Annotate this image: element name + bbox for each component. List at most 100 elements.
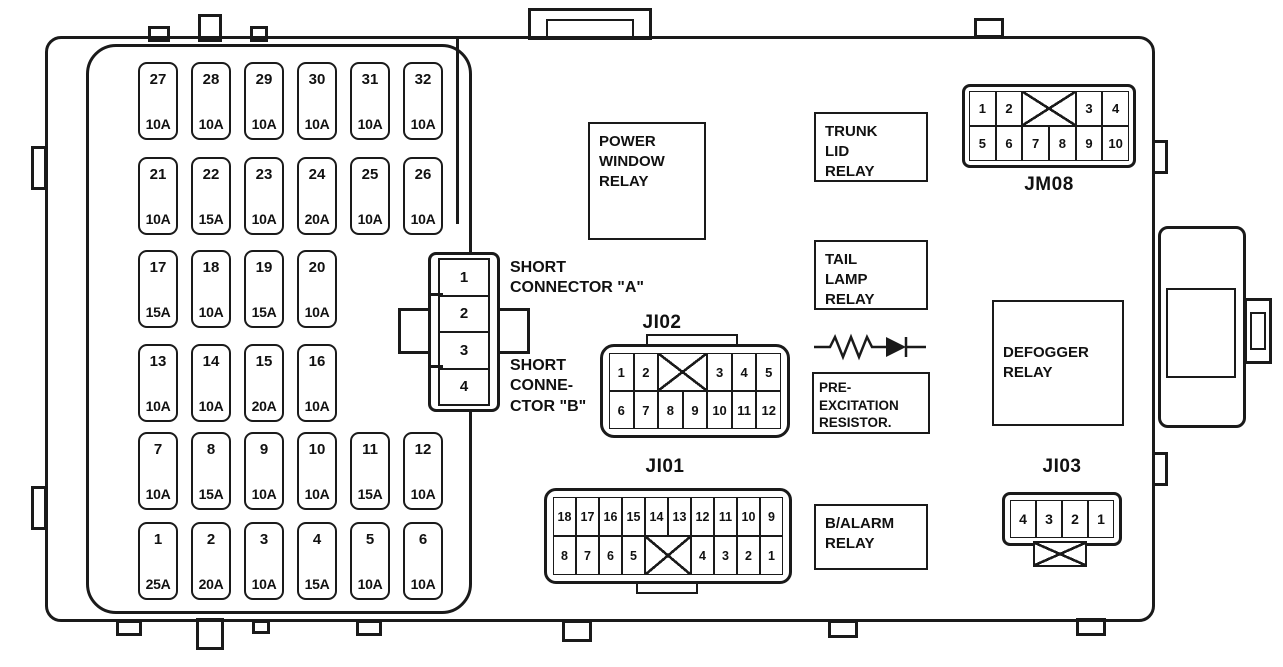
- ji01-pin-9: 9: [760, 497, 783, 536]
- pre-excitation-resistor-label: PRE- EXCITATION RESISTOR.: [819, 380, 899, 431]
- b-alarm-relay: B/ALARM RELAY: [814, 504, 928, 570]
- fuse-amp-rating: 10A: [251, 576, 277, 592]
- fuse-number: 21: [149, 166, 167, 183]
- fuse-3: 3 10A: [244, 522, 284, 600]
- fuse-amp-rating: 10A: [304, 398, 330, 414]
- jm08-pin-9: 9: [1075, 126, 1103, 161]
- fuse-number: 7: [153, 441, 163, 458]
- fuse-number: 16: [308, 353, 326, 370]
- fuse-amp-rating: 15A: [304, 576, 330, 592]
- fuse-number: 13: [149, 353, 167, 370]
- short-connector-pin-4: 4: [459, 378, 469, 396]
- ji01-pin-3: 3: [714, 536, 737, 575]
- jm08-pin-8: 8: [1048, 126, 1076, 161]
- ji02-pin-11: 11: [731, 391, 757, 429]
- fuse-16: 16 10A: [297, 344, 337, 422]
- fuse-number: 19: [255, 259, 273, 276]
- fuse-number: 29: [255, 71, 273, 88]
- ji01-pin-6: 6: [599, 536, 622, 575]
- fuse-number: 28: [202, 71, 220, 88]
- ji01-pin-13: 13: [668, 497, 691, 536]
- fuse-number: 23: [255, 166, 273, 183]
- ji01-pin-8: 8: [553, 536, 576, 575]
- side-connector-inner: [1166, 288, 1236, 378]
- trunk-lid-relay-label: TRUNK LID RELAY: [825, 123, 878, 180]
- fuse-number: 10: [308, 441, 326, 458]
- fuse-number: 31: [361, 71, 379, 88]
- ji01-pin-2: 2: [737, 536, 760, 575]
- fuse-amp-rating: 10A: [357, 211, 383, 227]
- ji02-pin-4: 4: [731, 353, 757, 391]
- ji02-pin-3: 3: [707, 353, 732, 391]
- ji02-pin-2: 2: [633, 353, 659, 391]
- defogger-relay: DEFOGGER RELAY: [992, 300, 1124, 426]
- b-alarm-relay-label: B/ALARM RELAY: [825, 515, 895, 552]
- tail-lamp-relay-label: TAIL LAMP RELAY: [825, 251, 875, 308]
- fuse-amp-rating: 10A: [145, 116, 171, 132]
- power-window-relay-label: POWER WINDOW RELAY: [599, 133, 665, 190]
- ji02-pin-9: 9: [682, 391, 708, 429]
- ji03-pin-3: 3: [1036, 500, 1062, 538]
- jm08-pin-3: 3: [1075, 91, 1103, 126]
- fuse-amp-rating: 10A: [304, 304, 330, 320]
- jm08-label: JM08: [1024, 174, 1074, 195]
- fuse-amp-rating: 10A: [198, 304, 224, 320]
- fuse-amp-rating: 10A: [410, 576, 436, 592]
- ji01-crossed-cell: [645, 536, 691, 575]
- fuse-amp-rating: 10A: [145, 211, 171, 227]
- ji02-pin-8: 8: [658, 391, 683, 429]
- resistor-diode-symbol: [814, 332, 934, 362]
- fuse-amp-rating: 15A: [251, 304, 277, 320]
- ji01-bottom-tab: [636, 582, 698, 594]
- ji01-pin-7: 7: [576, 536, 599, 575]
- fuse-amp-rating: 10A: [357, 576, 383, 592]
- enclosure-step-line: [456, 39, 459, 224]
- jm08-pin-5: 5: [969, 126, 996, 161]
- jm08-pin-1: 1: [969, 91, 996, 126]
- fuse-amp-rating: 20A: [304, 211, 330, 227]
- jm08-pin-4: 4: [1102, 91, 1129, 126]
- fuse-number: 17: [149, 259, 167, 276]
- ji03-crossed-cell: [1033, 541, 1087, 567]
- fuse-amp-rating: 10A: [145, 398, 171, 414]
- jm08-pin-6: 6: [995, 126, 1023, 161]
- tail-lamp-relay: TAIL LAMP RELAY: [814, 240, 928, 310]
- side-connector-lug-inner: [1250, 312, 1266, 350]
- ji03-pin-4: 4: [1010, 500, 1036, 538]
- fuse-amp-rating: 10A: [357, 116, 383, 132]
- ji01-pin-15: 15: [622, 497, 645, 536]
- fuse-19: 19 15A: [244, 250, 284, 328]
- ji01-pin-11: 11: [714, 497, 737, 536]
- fuse-number: 3: [259, 531, 269, 548]
- ji01-label: JI01: [645, 456, 685, 477]
- ji02-crossed-cell: [658, 353, 708, 391]
- outer-enclosure: [45, 36, 1155, 622]
- ji01-pin-18: 18: [553, 497, 576, 536]
- fuse-amp-rating: 25A: [145, 576, 171, 592]
- fuse-number: 15: [255, 353, 273, 370]
